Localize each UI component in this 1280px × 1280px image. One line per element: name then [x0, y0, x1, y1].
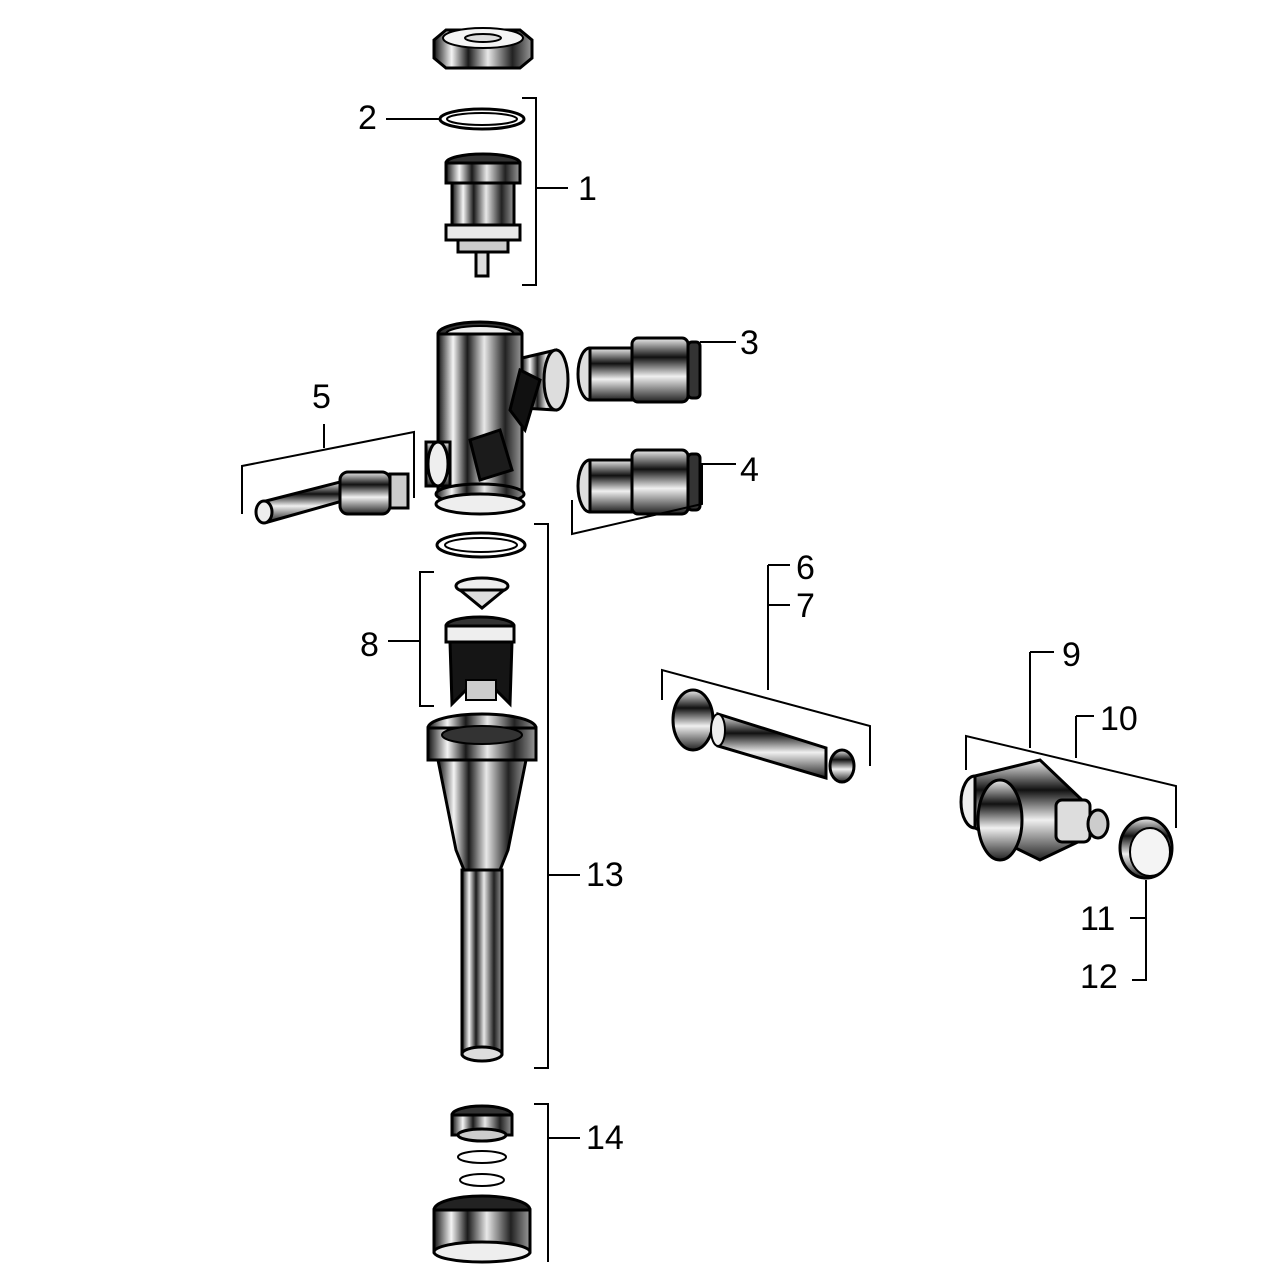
callout-10: 10 [1100, 700, 1138, 738]
valve-body-part [424, 320, 570, 516]
gasket-part [435, 531, 527, 559]
callout-7: 7 [796, 587, 815, 625]
bracket-8 [388, 571, 434, 707]
o-ring-part-2 [438, 107, 526, 131]
diaphragm-part-8 [444, 576, 516, 708]
callout-14: 14 [586, 1119, 624, 1157]
callout-4: 4 [740, 451, 759, 489]
callout-1: 1 [578, 170, 597, 208]
callout-13: 13 [586, 856, 624, 894]
stop-valve-part-9-12 [959, 758, 1174, 880]
vacuum-breaker-part-14 [432, 1104, 532, 1264]
callout-6: 6 [796, 549, 815, 587]
bracket-11-12 [1130, 880, 1147, 981]
adapter-part-4 [576, 448, 702, 516]
bracket-14 [534, 1103, 580, 1262]
tailpiece-part-13 [426, 712, 538, 1063]
callout-2: 2 [358, 99, 377, 137]
callout-5: 5 [312, 378, 331, 416]
leader-lines [241, 97, 1177, 1262]
callout-12: 12 [1080, 958, 1118, 996]
bracket-13 [534, 523, 580, 1069]
callout-labels: 1 2 3 4 5 6 7 8 9 10 11 12 13 14 [312, 99, 1138, 1157]
callout-9: 9 [1062, 636, 1081, 674]
callout-8: 8 [360, 626, 379, 664]
bracket-4 [571, 463, 736, 536]
bracket-5 [241, 424, 415, 514]
adapter-part-3 [576, 336, 702, 404]
top-cap-part [432, 27, 534, 70]
bracket-9-10 [965, 651, 1177, 828]
callout-3: 3 [740, 324, 759, 362]
callout-11: 11 [1080, 900, 1115, 938]
handle-part-5 [254, 470, 410, 525]
cartridge-part-1 [444, 152, 522, 278]
bracket-1 [522, 97, 568, 286]
tube-part-6-7 [671, 688, 856, 784]
bracket-6-7 [661, 564, 871, 766]
